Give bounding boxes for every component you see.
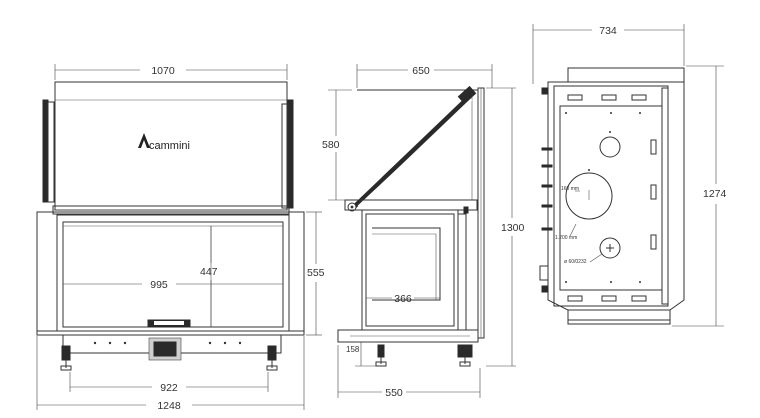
- dim-side-total-height: 1300: [501, 222, 525, 234]
- front-glass: [62, 221, 284, 328]
- dim-front-inner-width: 995: [150, 279, 168, 291]
- back-note-2: 1.200 mm: [555, 235, 577, 241]
- dim-front-total-width: 1248: [157, 400, 181, 412]
- side-left-foot: [375, 344, 387, 367]
- front-view: cammini: [36, 64, 325, 412]
- back-note-3: ø 60/0232: [564, 259, 587, 265]
- back-top-air-hole: [599, 136, 621, 158]
- side-right-foot: [457, 344, 473, 367]
- back-outer-frame: [547, 81, 685, 321]
- dim-side-base-depth: 550: [385, 387, 403, 399]
- dim-side-depth: 650: [412, 65, 430, 77]
- dim-back-height: 1274: [703, 188, 727, 200]
- front-body: [36, 211, 305, 336]
- brand-logo-text: cammini: [149, 140, 190, 152]
- front-right-foot: [266, 345, 278, 371]
- dim-front-inner-height: 447: [200, 266, 218, 278]
- dim-side-inner-depth: 366: [394, 293, 412, 305]
- side-gas-strut: [347, 85, 477, 212]
- front-right-bracket: [287, 99, 294, 209]
- dim-back-width: 734: [599, 25, 617, 37]
- dim-front-base-width: 922: [160, 382, 178, 394]
- side-view: 650 580 366 1300 158 550: [322, 64, 525, 399]
- back-note-1: 160 mm: [561, 186, 579, 192]
- brand-logo: cammini: [138, 133, 190, 152]
- dim-side-door-height: 580: [322, 139, 340, 151]
- back-bottom-air-hole: [599, 237, 621, 259]
- dim-side-foot-height: 158: [346, 345, 360, 354]
- dim-front-height: 555: [307, 267, 325, 279]
- front-left-foot: [60, 345, 72, 371]
- dim-front-top-width: 1070: [151, 65, 175, 77]
- side-base: [337, 329, 479, 343]
- back-view: 160 mm 1.200 mm ø 60/0232 734 1274: [532, 24, 727, 327]
- back-flue-opening: [565, 172, 613, 220]
- front-left-bracket: [42, 99, 49, 203]
